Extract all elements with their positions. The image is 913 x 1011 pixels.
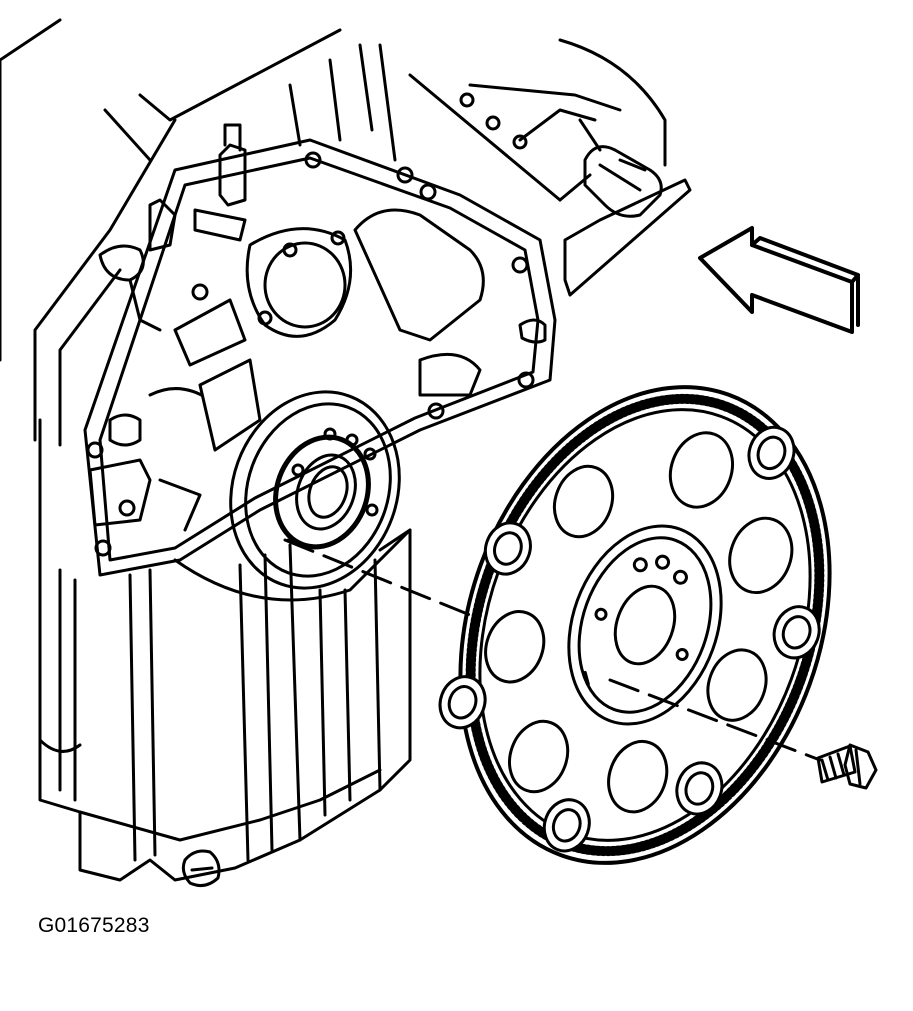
alignment-lines (283, 538, 822, 762)
rear-main-seal-housing (229, 390, 401, 590)
crankshaft-flange (286, 427, 379, 550)
figure-id-label: G01675283 (38, 914, 150, 937)
flexplate (438, 385, 832, 865)
flexplate-bolt (816, 743, 878, 790)
engine-block (0, 18, 692, 577)
direction-arrow (698, 226, 860, 334)
oil-pan (38, 418, 412, 888)
